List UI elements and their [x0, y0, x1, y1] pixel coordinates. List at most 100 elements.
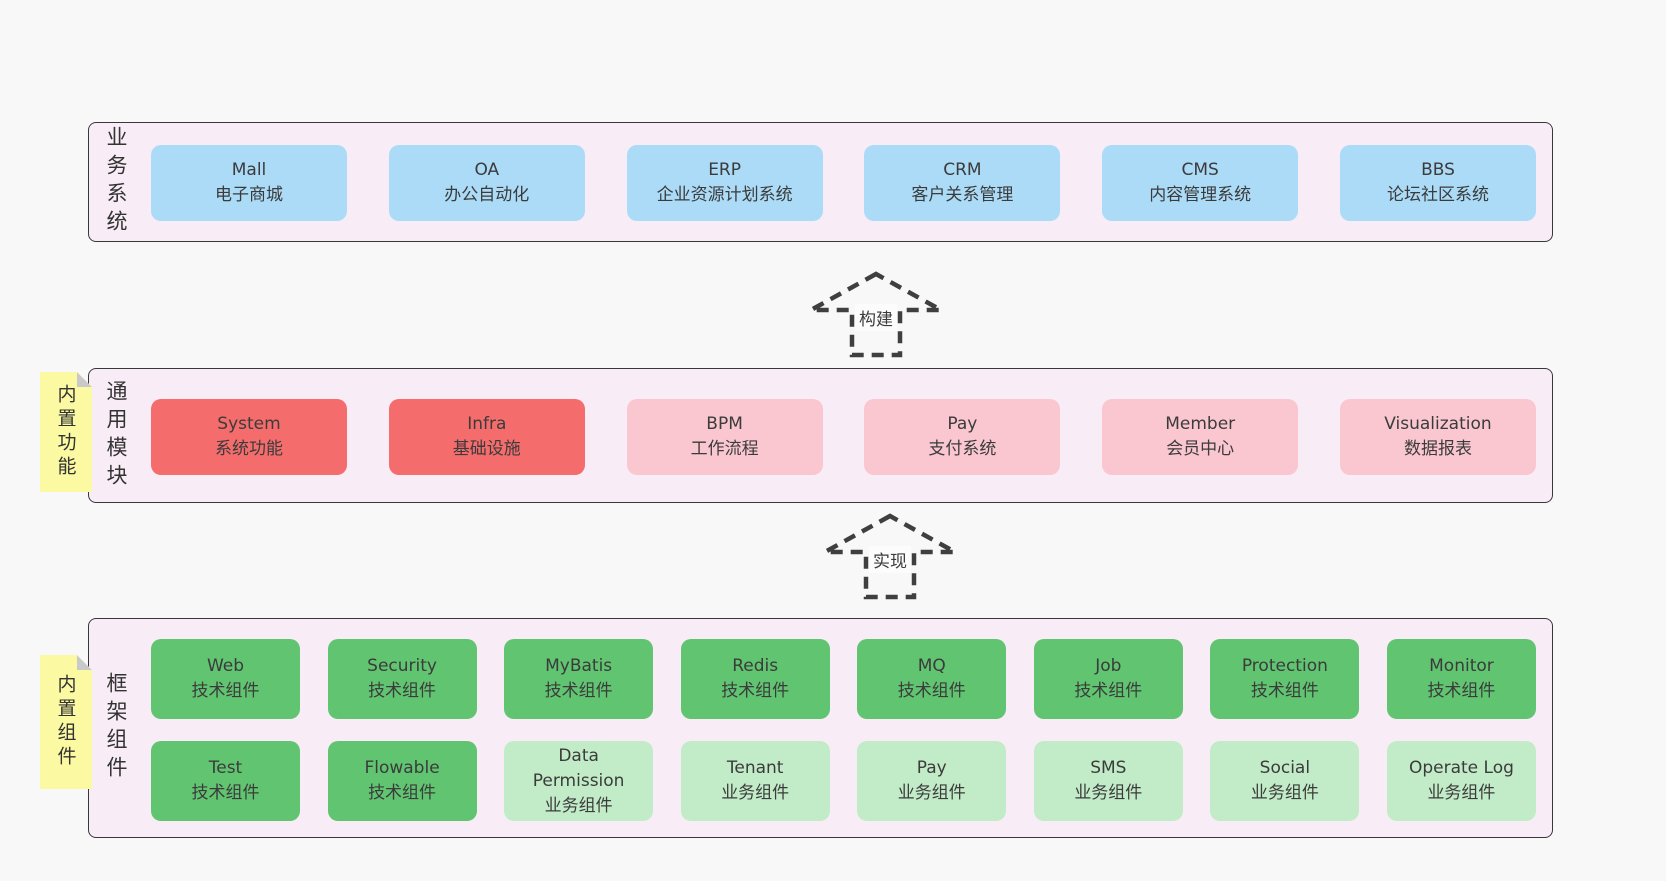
- module-title: OA: [474, 160, 500, 180]
- module-title: Visualization: [1384, 414, 1492, 434]
- module-title: Data Permission: [532, 745, 625, 791]
- module-box-sms: SMS 业务组件: [1033, 741, 1183, 821]
- module-title: BPM: [706, 414, 743, 434]
- module-box-cms: CMS 内容管理系统: [1102, 145, 1299, 221]
- module-box-mybatis: MyBatis 技术组件: [504, 639, 654, 719]
- section-common-modules: 通用模块 System 系统功能 Infra 基础设施 BPM 工作流程 Pay 支付系统 Me…: [88, 368, 1553, 503]
- module-box-test: Test 技术组件: [151, 741, 300, 821]
- module-subtitle: 工作流程: [690, 439, 759, 459]
- module-title: Mall: [231, 160, 267, 180]
- implement-arrow-label: 实现: [869, 546, 911, 573]
- sticky-label-builtin-features: 内置功能: [54, 384, 77, 480]
- module-title: Tenant: [726, 758, 784, 778]
- module-subtitle: 客户关系管理: [911, 185, 1014, 205]
- module-title: System: [217, 414, 281, 434]
- module-subtitle: 技术组件: [191, 783, 260, 803]
- build-arrow-icon: 构建: [806, 270, 946, 360]
- module-box-redis: Redis 技术组件: [680, 639, 830, 719]
- module-box-job: Job 技术组件: [1033, 639, 1183, 719]
- module-title: Redis: [732, 656, 779, 676]
- module-title: Pay: [916, 758, 947, 778]
- sticky-note-builtin-components: 内置组件: [40, 655, 92, 789]
- module-box-protection: Protection 技术组件: [1210, 639, 1360, 719]
- module-box-flowable: Flowable 技术组件: [327, 741, 477, 821]
- module-title: MyBatis: [545, 656, 613, 676]
- module-box-oa: OA 办公自动化: [388, 145, 585, 221]
- module-title: Social: [1259, 758, 1311, 778]
- module-box-mall: Mall 电子商城: [151, 145, 347, 221]
- module-subtitle: 技术组件: [368, 681, 437, 701]
- module-title: Protection: [1241, 656, 1328, 676]
- module-box-security: Security 技术组件: [327, 639, 477, 719]
- sticky-note-builtin-features: 内置功能: [40, 372, 92, 492]
- module-title: Test: [208, 758, 243, 778]
- module-title: Web: [206, 656, 245, 676]
- section-label-framework-components: 框架组件: [104, 672, 128, 784]
- module-subtitle: 业务组件: [1250, 783, 1319, 803]
- module-subtitle: 技术组件: [1250, 681, 1319, 701]
- module-box-data-permission: Data Permission 业务组件: [504, 741, 654, 821]
- module-box-crm: CRM 客户关系管理: [864, 145, 1061, 221]
- module-subtitle: 技术组件: [1074, 681, 1143, 701]
- module-title: Pay: [947, 414, 978, 434]
- module-box-pay: Pay 业务组件: [857, 741, 1007, 821]
- module-title: ERP: [708, 160, 741, 180]
- module-box-monitor: Monitor 技术组件: [1386, 639, 1536, 719]
- module-title: Monitor: [1429, 656, 1494, 676]
- dashed-up-arrow-icon: [806, 271, 946, 358]
- module-subtitle: 技术组件: [368, 783, 437, 803]
- business-systems-row: Mall 电子商城 OA 办公自动化 ERP 企业资源计划系统 CRM 客户关系管理 CMS 内容…: [151, 145, 1536, 221]
- module-title: Infra: [467, 414, 507, 434]
- module-subtitle: 会员中心: [1166, 439, 1235, 459]
- module-title: BBS: [1421, 160, 1455, 180]
- module-subtitle: 业务组件: [897, 783, 966, 803]
- module-box-visualization: Visualization 数据报表: [1339, 399, 1536, 475]
- module-box-infra: Infra 基础设施: [388, 399, 585, 475]
- module-subtitle: 业务组件: [1074, 783, 1143, 803]
- module-title: MQ: [917, 656, 946, 676]
- module-subtitle: 企业资源计划系统: [656, 185, 793, 205]
- module-title: Member: [1165, 414, 1236, 434]
- section-label-business-systems: 业务系统: [104, 126, 128, 238]
- module-subtitle: 系统功能: [215, 439, 283, 459]
- module-box-erp: ERP 企业资源计划系统: [626, 145, 823, 221]
- module-title: CMS: [1181, 160, 1219, 180]
- module-subtitle: 内容管理系统: [1149, 185, 1252, 205]
- module-box-pay: Pay 支付系统: [864, 399, 1061, 475]
- module-title: Operate Log: [1408, 758, 1514, 778]
- module-subtitle: 论坛社区系统: [1386, 185, 1489, 205]
- module-subtitle: 业务组件: [1427, 783, 1496, 803]
- module-box-tenant: Tenant 业务组件: [680, 741, 830, 821]
- module-subtitle: 办公自动化: [444, 185, 530, 205]
- module-subtitle: 技术组件: [897, 681, 966, 701]
- section-label-common-modules: 通用模块: [104, 379, 128, 492]
- module-title: SMS: [1090, 758, 1127, 778]
- module-subtitle: 基础设施: [452, 439, 521, 459]
- module-subtitle: 业务组件: [544, 795, 613, 816]
- module-title: Job: [1095, 656, 1122, 676]
- build-arrow-label: 构建: [855, 304, 897, 331]
- implement-arrow-icon: 实现: [820, 512, 960, 602]
- module-subtitle: 技术组件: [544, 681, 613, 701]
- module-box-operate-log: Operate Log 业务组件: [1386, 741, 1536, 821]
- common-modules-row: System 系统功能 Infra 基础设施 BPM 工作流程 Pay 支付系统 Member 会…: [151, 399, 1536, 475]
- module-subtitle: 电子商城: [215, 185, 283, 205]
- module-title: CRM: [943, 160, 982, 180]
- module-subtitle: 业务组件: [721, 783, 790, 803]
- dashed-up-arrow-icon: [820, 513, 960, 600]
- section-business-systems: 业务系统 Mall 电子商城 OA 办公自动化 ERP 企业资源计划系统 CRM 客户关系管理…: [88, 122, 1553, 242]
- module-box-system: System 系统功能: [151, 399, 347, 475]
- module-subtitle: 技术组件: [721, 681, 790, 701]
- module-title: Security: [367, 656, 437, 676]
- module-title: Flowable: [364, 758, 440, 778]
- module-subtitle: 技术组件: [1427, 681, 1496, 701]
- module-box-bbs: BBS 论坛社区系统: [1339, 145, 1536, 221]
- module-subtitle: 数据报表: [1403, 439, 1472, 459]
- module-subtitle: 技术组件: [191, 681, 260, 701]
- module-subtitle: 支付系统: [928, 439, 997, 459]
- sticky-label-builtin-components: 内置组件: [54, 674, 77, 770]
